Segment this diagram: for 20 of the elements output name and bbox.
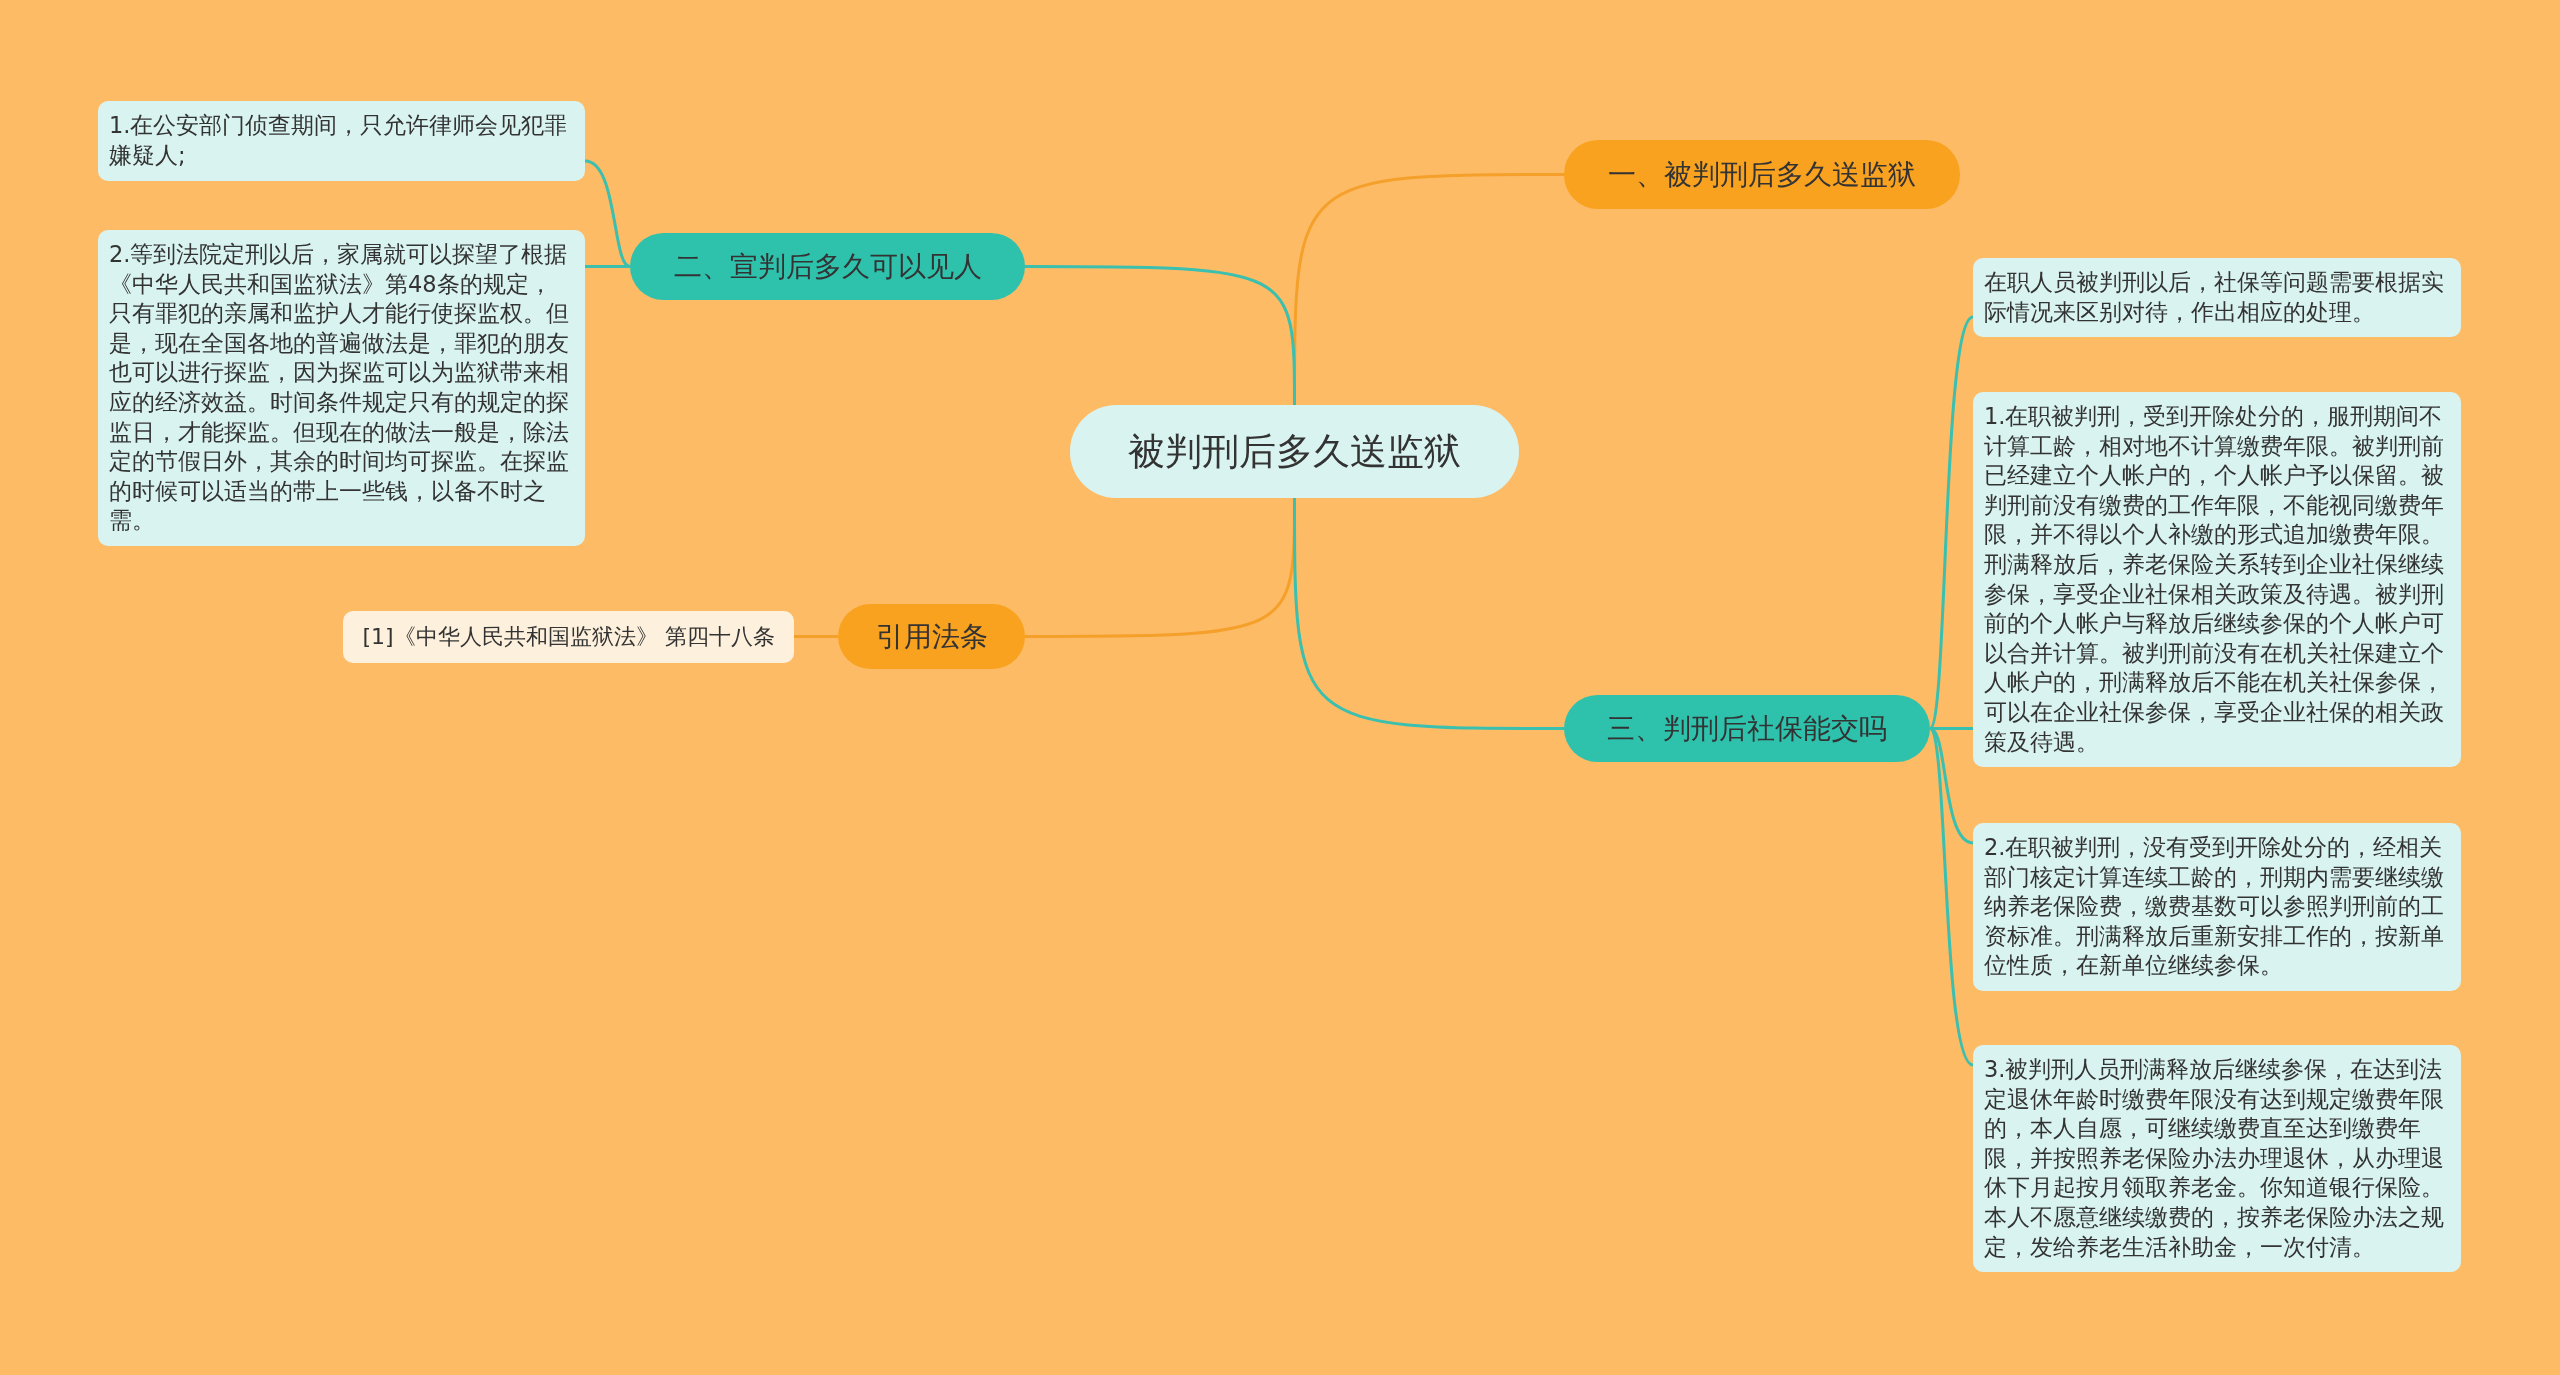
connector-line bbox=[584, 159, 631, 268]
text-card: 2.在职被判刑，没有受到开除处分的，经相关部门核定计算连续工龄的，刑期内需要继续缴纳养老保险费，缴费基数可以参照判刑前的工资标准。刑满释放后重新安排工作的，按新单位性质，在新单位继续参保。 bbox=[1973, 823, 2461, 991]
connector-line bbox=[1928, 316, 1975, 730]
topic-box: 一、被判刑后多久送监狱 bbox=[1564, 140, 1960, 209]
connector-line bbox=[585, 265, 630, 268]
text-card: 在职人员被判刑以后，社保等问题需要根据实际情况来区别对待，作出相应的处理。 bbox=[1973, 258, 2461, 338]
connector-line bbox=[794, 635, 838, 638]
connector-line bbox=[1293, 498, 1564, 730]
text-card: 2.等到法院定刑以后，家属就可以探望了根据《中华人民共和国监狱法》第48条的规定，只有罪犯的亲属和监护人才能行使探监权。但是，现在全国各地的普遍做法是，罪犯的朋友也可以进行探监，因为探监可以为监狱带来相应的经济效益。时间条件规定只有的规定的探监日，才能探监。但现在的做法一般是，除法定的节假日外，其余的时间均可探监。在探监的时候可以适当的带上一些钱，以备不时之需。 bbox=[98, 230, 585, 546]
topic-box: 二、宣判后多久可以见人 bbox=[630, 233, 1025, 300]
text-card: 1.在职被判刑，受到开除处分的，服刑期间不计算工龄，相对地不计算缴费年限。被判刑前已经建立个人帐户的，个人帐户予以保留。被判刑前没有缴费的工作年限，不能视同缴费年限，并不得以个人补缴的形式追加缴费年限。刑满释放后，养老保险关系转到企业社保继续参保，享受企业社保相关政策及待遇。被判刑前的个人帐户与释放后继续参保的个人帐户可以合并计算。被判刑前没有在机关社保建立个人帐户的，刑满释放后不能在机关社保参保，可以在企业社保参保，享受企业社保的相关政策及待遇。 bbox=[1973, 392, 2461, 768]
connector-line bbox=[1025, 265, 1296, 405]
connector-line bbox=[1928, 727, 1975, 1067]
topic-box: 三、判刑后社保能交吗 bbox=[1564, 695, 1930, 762]
text-card: 1.在公安部门侦查期间，只允许律师会见犯罪嫌疑人; bbox=[98, 101, 585, 181]
topic-box: 引用法条 bbox=[838, 604, 1025, 669]
connector-line bbox=[1930, 727, 1973, 730]
central-topic: 被判刑后多久送监狱 bbox=[1070, 405, 1519, 498]
text-card: 3.被判刑人员刑满释放后继续参保，在达到法定退休年龄时缴费年限没有达到规定缴费年限的，本人自愿，可继续缴费直至达到缴费年限，并按照养老保险办法办理退休，从办理退休下月起按月领取养老金。你知道银行保险。本人不愿意继续缴费的，按养老保险办法之规定，发给养老生活补助金，一次付清。 bbox=[1973, 1045, 2461, 1273]
citation-box: [1]《中华人民共和国监狱法》 第四十八条 bbox=[343, 611, 794, 663]
